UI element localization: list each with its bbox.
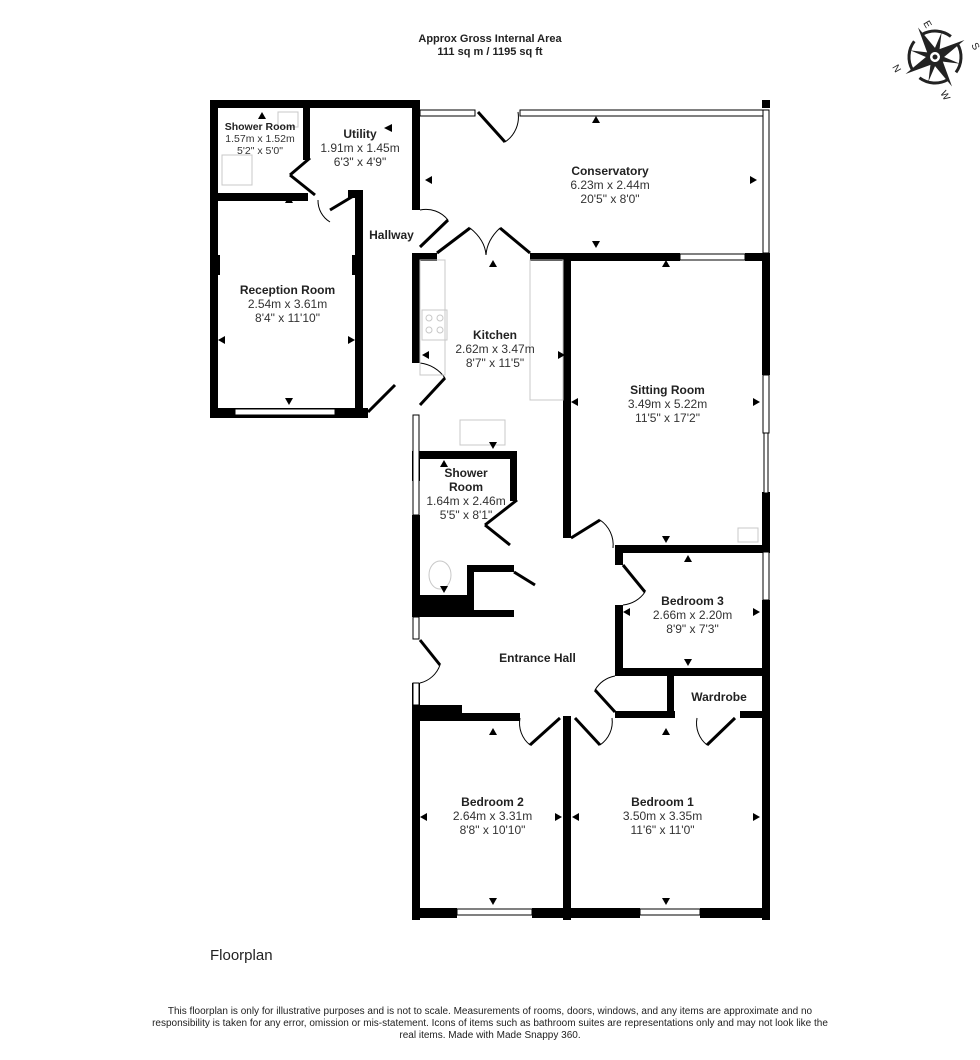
room-shower-room-2: Shower Room 1.64m x 2.46m 5'5" x 8'1" bbox=[426, 466, 506, 522]
room-sitting-room: Sitting Room 3.49m x 5.22m 11'5" x 17'2" bbox=[627, 383, 708, 425]
area-title: Approx Gross Internal Area bbox=[418, 33, 562, 45]
room-reception-room: Reception Room 2.54m x 3.61m 8'4" x 11'1… bbox=[239, 283, 336, 325]
room-conservatory: Conservatory 6.23m x 2.44m 20'5" x 8'0" bbox=[570, 164, 650, 206]
shower-tray-icon bbox=[221, 154, 253, 186]
walls bbox=[210, 100, 770, 920]
room-entrance-hall: Entrance Hall bbox=[499, 651, 576, 665]
dimension-arrows bbox=[218, 112, 760, 905]
hob-icon bbox=[421, 309, 448, 341]
sink-icon bbox=[459, 419, 506, 446]
floorplan-caption: Floorplan bbox=[210, 947, 273, 964]
room-wardrobe: Wardrobe bbox=[691, 690, 747, 704]
room-bedroom-1: Bedroom 1 3.50m x 3.35m 11'6" x 11'0" bbox=[622, 795, 703, 837]
room-bedroom-3: Bedroom 3 2.66m x 2.20m 8'9" x 7'3" bbox=[652, 594, 733, 636]
compass-rose-icon: E S N W bbox=[889, 5, 980, 105]
disclaimer-text: This floorplan is only for illustrative … bbox=[152, 1006, 828, 1041]
area-value: 111 sq m / 1195 sq ft bbox=[437, 46, 543, 58]
room-utility: Utility 1.91m x 1.45m 6'3" x 4'9" bbox=[320, 127, 400, 169]
fixtures bbox=[221, 111, 759, 590]
room-kitchen: Kitchen 2.62m x 3.47m 8'7" x 11'5" bbox=[455, 328, 535, 370]
compass-label-north: N bbox=[890, 63, 903, 75]
toilet-icon bbox=[428, 560, 452, 590]
radiator-icon bbox=[737, 527, 759, 543]
compass-label-south: S bbox=[968, 41, 980, 53]
windows bbox=[234, 109, 770, 916]
room-bedroom-2: Bedroom 2 2.64m x 3.31m 8'8" x 10'10" bbox=[452, 795, 533, 837]
area-header: Approx Gross Internal Area 111 sq m / 11… bbox=[0, 33, 980, 59]
basin-icon bbox=[277, 111, 299, 128]
compass-label-east: E bbox=[920, 19, 933, 31]
room-hallway: Hallway bbox=[369, 228, 414, 242]
room-shower-room-1: Shower Room 1.57m x 1.52m 5'2" x 5'0" bbox=[224, 121, 296, 157]
doors bbox=[289, 110, 737, 747]
